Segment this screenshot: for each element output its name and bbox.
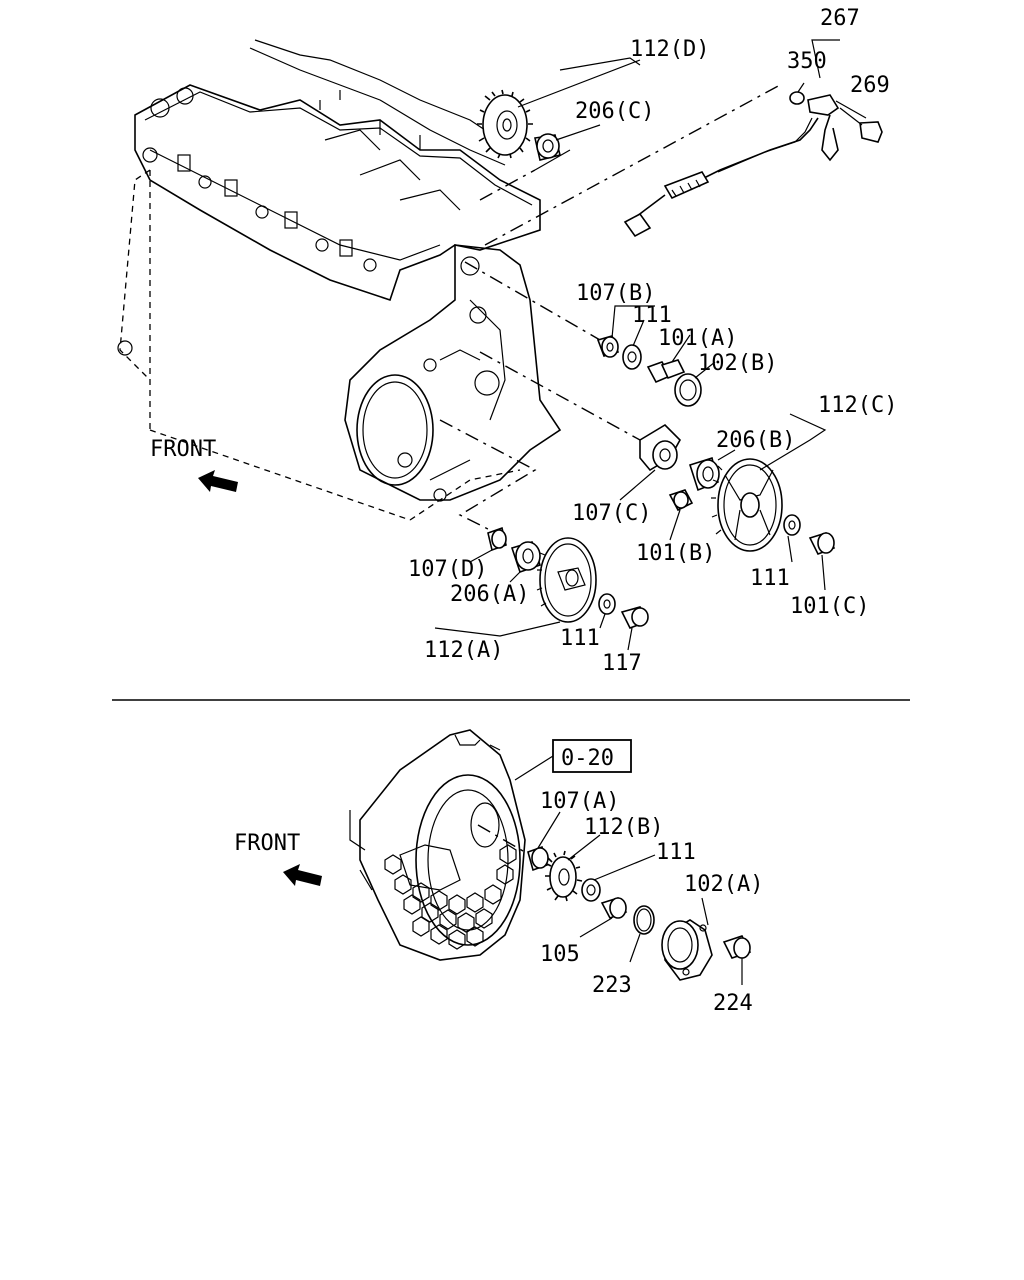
callout-223: 223 (592, 973, 632, 998)
callout-111-b: 111 (750, 566, 790, 591)
callout-112a: 112(A) (424, 638, 503, 663)
bushing-107d (487, 526, 507, 552)
bushing-107b (596, 335, 620, 358)
ref-box-label: 0-20 (561, 746, 614, 771)
engine-block (117, 39, 562, 521)
bushing-107a (527, 845, 549, 872)
callout-224: 224 (713, 991, 753, 1016)
bracket-107c (619, 423, 694, 541)
callout-107a: 107(A) (540, 789, 619, 814)
cover-102a (661, 919, 713, 981)
bushing-206c (534, 133, 561, 161)
bolt-105 (600, 897, 628, 919)
bushing-206a (510, 541, 542, 574)
callout-111-a: 111 (632, 303, 672, 328)
callout-111-lower: 111 (656, 840, 696, 865)
bolt-117 (620, 606, 649, 630)
bolt-101c (808, 532, 836, 556)
callout-111-c: 111 (560, 626, 600, 651)
bolt-224 (722, 935, 752, 959)
front-label: FRONT (150, 437, 216, 462)
washer-111-lower (581, 878, 601, 902)
washer-111b (783, 514, 801, 536)
callout-107d: 107(D) (408, 557, 487, 582)
front-arrow-icon (198, 470, 238, 492)
bushing-206b (688, 456, 720, 492)
front-arrow-lower-icon (283, 864, 322, 886)
front-label-lower: FRONT (234, 831, 300, 856)
callout-107c: 107(C) (572, 501, 651, 526)
callout-350: 350 (787, 49, 827, 74)
callouts-upper: 267 350 269 112(D) 206(C) 107(B) 111 101… (408, 6, 897, 676)
callout-206b: 206(B) (716, 428, 795, 453)
gear-112a (536, 537, 597, 623)
front-indicator-upper: FRONT (150, 437, 238, 492)
callout-112b: 112(B) (584, 815, 663, 840)
callout-105: 105 (540, 942, 580, 967)
callout-206c: 206(C) (575, 99, 654, 124)
callout-267: 267 (820, 6, 860, 31)
lower-parts (477, 811, 752, 985)
callout-269: 269 (850, 73, 890, 98)
flywheel-housing (349, 729, 526, 961)
callout-112d: 112(D) (630, 37, 709, 62)
gear-112c (711, 458, 783, 552)
gear-112c-assembly (688, 413, 836, 591)
o-ring-350 (789, 91, 805, 105)
callout-102b: 102(B) (698, 351, 777, 376)
callout-206a: 206(A) (450, 582, 529, 607)
callout-101c: 101(C) (790, 594, 869, 619)
callout-101b: 101(B) (636, 541, 715, 566)
gear-112d-assembly (477, 59, 641, 161)
callout-117: 117 (602, 651, 642, 676)
parts-107b-group (596, 305, 716, 407)
washer-111c (598, 593, 616, 615)
callout-107b: 107(B) (576, 281, 655, 306)
front-indicator-lower: FRONT (234, 831, 322, 886)
washer-111a (622, 344, 642, 370)
callout-102a: 102(A) (684, 872, 763, 897)
seal-102b (674, 373, 702, 407)
reference-box: 0-20 (514, 739, 632, 781)
sensor-267 (623, 39, 883, 238)
gear-112b (545, 850, 583, 902)
callout-101a: 101(A) (658, 326, 737, 351)
honeycomb-ribs (384, 844, 517, 950)
o-ring-223 (633, 905, 655, 935)
leader-lines-upper (439, 57, 781, 531)
gear-112a-assembly (434, 526, 649, 651)
callout-112c: 112(C) (818, 393, 897, 418)
bolt-101a (646, 359, 686, 384)
gear-112d (477, 89, 533, 159)
callouts-lower: 107(A) 112(B) 111 102(A) 105 223 224 (540, 789, 763, 1016)
